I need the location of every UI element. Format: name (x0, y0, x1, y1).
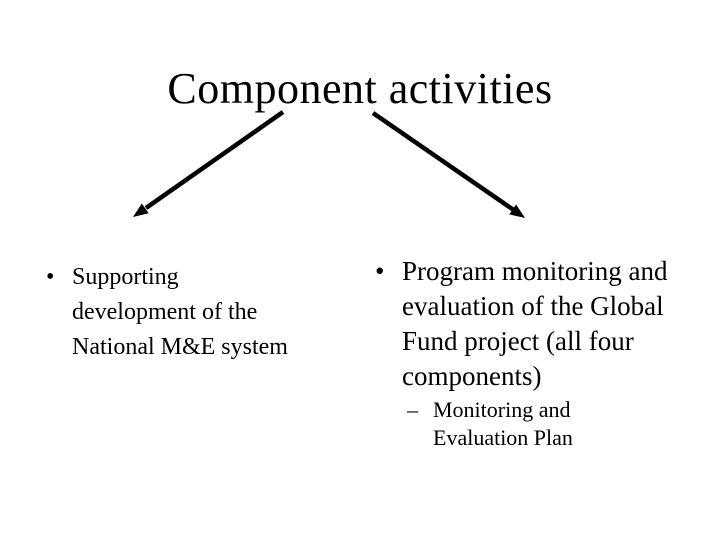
text-line: Supporting (72, 264, 179, 290)
arrow-down-left-icon (133, 110, 285, 217)
right-bullet-list: • Program monitoring and evaluation of t… (375, 254, 667, 452)
left-bullet-list: • Supporting development of the National… (46, 260, 288, 365)
list-item-program-monitoring: • Program monitoring and evaluation of t… (375, 254, 667, 394)
text-line: Fund project (all four (402, 326, 634, 356)
text-line: evaluation of the Global (402, 291, 664, 321)
dash-bullet-icon: – (407, 397, 418, 422)
arrow-right-shaft (371, 111, 515, 212)
arrow-left-head (133, 203, 149, 217)
text-line: development of the (72, 299, 258, 325)
list-item-supporting-development: • Supporting development of the National… (46, 260, 288, 365)
arrow-down-right-icon (371, 111, 525, 218)
arrow-right-head (509, 204, 525, 218)
text-line: components) (402, 361, 542, 391)
arrow-left-shaft (144, 110, 285, 210)
text-line: Program monitoring and (402, 256, 668, 286)
bullet-text: Program monitoring and evaluation of the… (402, 254, 667, 394)
text-line: Monitoring and (433, 397, 571, 422)
bullet-text: Supporting development of the National M… (72, 260, 288, 365)
sub-bullet-text: Monitoring and Evaluation Plan (433, 396, 573, 452)
text-line: National M&E system (72, 334, 288, 360)
text-line: Evaluation Plan (433, 425, 573, 450)
slide-title: Component activities (167, 64, 553, 113)
bullet-icon: • (46, 264, 55, 290)
sub-list-item-me-plan: – Monitoring and Evaluation Plan (403, 396, 667, 452)
bullet-icon: • (375, 256, 385, 286)
